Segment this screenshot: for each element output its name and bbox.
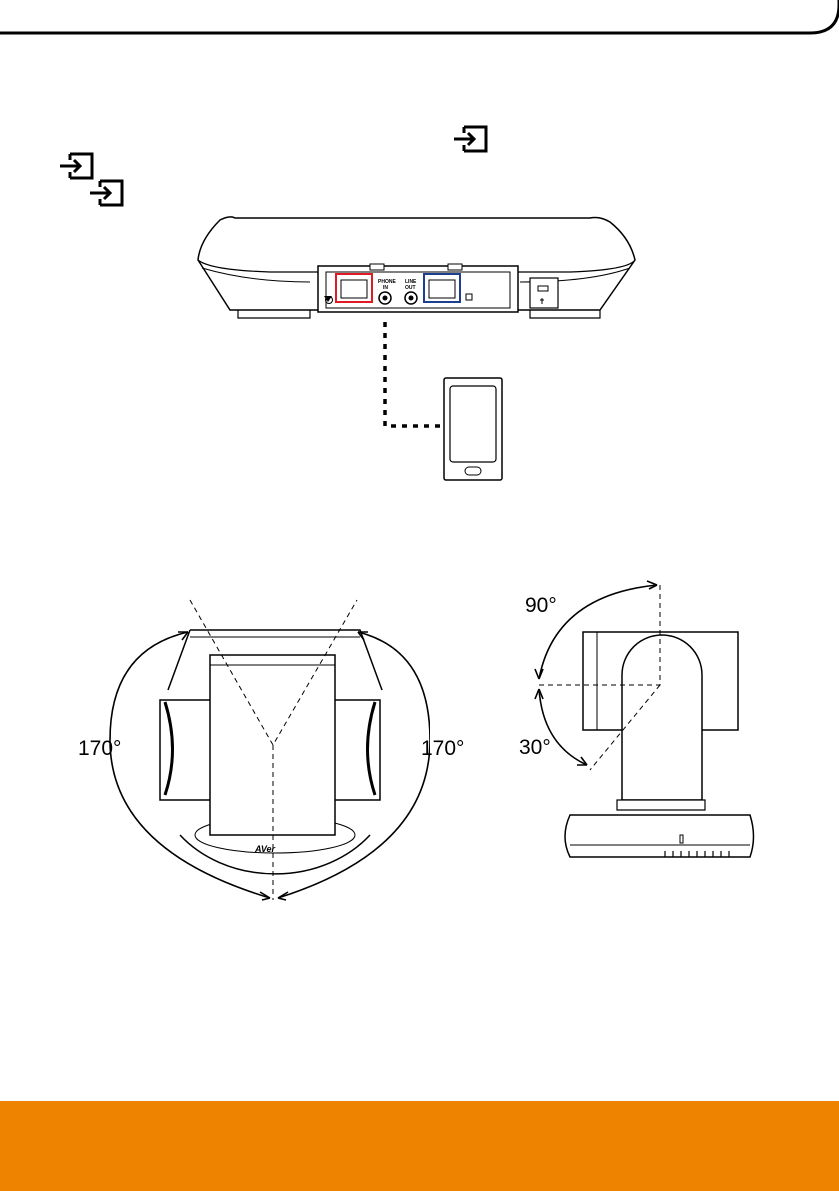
svg-text:AVer: AVer: [254, 844, 276, 854]
camera-tilt-diagram: [525, 575, 825, 875]
speakerphone-connection-diagram: PHONE IN LINE OUT: [190, 210, 650, 485]
header-rule: [0, 0, 839, 40]
pan-right-angle-label: 170°: [421, 737, 464, 761]
tilt-down-angle-label: 30°: [519, 736, 551, 760]
camera-base: [565, 815, 754, 857]
audio-cable: [385, 322, 442, 426]
input-source-icon: [86, 178, 126, 208]
svg-text:OUT: OUT: [405, 285, 416, 291]
tilt-up-angle-label: 90°: [525, 594, 557, 618]
input-source-icon: [450, 124, 490, 154]
svg-text:IN: IN: [383, 285, 388, 291]
camera-pan-diagram: AVer: [70, 590, 430, 910]
pan-left-angle-label: 170°: [78, 737, 121, 761]
footer-band: [0, 1101, 839, 1191]
lock-slot: [530, 278, 558, 308]
input-source-icon: [56, 151, 96, 181]
